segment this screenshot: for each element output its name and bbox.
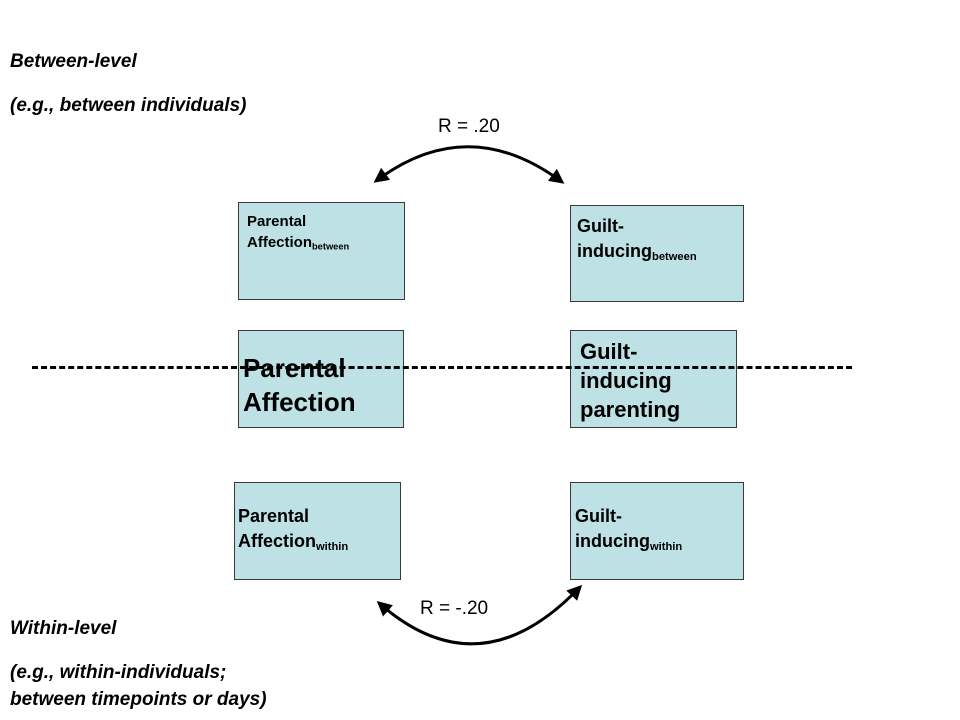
between-correlation-label: R = .20 xyxy=(438,116,500,137)
guilt-between-subscript: between xyxy=(652,250,697,263)
affection-within-box: Parental Affectionwithin xyxy=(234,482,401,580)
between-level-description: (e.g., between individuals) xyxy=(10,95,247,116)
guilt-center-line1: Guilt- xyxy=(580,339,638,364)
guilt-center-line3: parenting xyxy=(580,397,681,422)
within-level-title: Within-level xyxy=(10,618,117,639)
guilt-within-subscript: within xyxy=(650,540,683,553)
within-level-description-line1: (e.g., within-individuals; xyxy=(10,662,227,683)
guilt-within-box: Guilt- inducingwithin xyxy=(570,482,744,580)
between-level-title: Between-level xyxy=(10,51,137,72)
within-level-description-line2: between timepoints or days) xyxy=(10,689,267,710)
affection-within-line2: Affection xyxy=(238,531,316,551)
guilt-within-line1: Guilt- xyxy=(575,506,622,526)
within-correlation-label: R = -.20 xyxy=(420,598,489,619)
affection-within-subscript: within xyxy=(316,540,349,553)
affection-between-line2: Affection xyxy=(247,234,312,251)
guilt-between-box: Guilt- inducingbetween xyxy=(570,205,744,302)
guilt-within-line2: inducing xyxy=(575,531,650,551)
level-divider-line xyxy=(32,366,852,369)
affection-between-line1: Parental xyxy=(247,213,307,230)
guilt-center-text: Guilt- inducing parenting xyxy=(580,337,680,424)
affection-center-box: Parental Affection xyxy=(238,330,404,428)
guilt-between-line1: Guilt- xyxy=(577,216,624,236)
affection-center-line2: Affection xyxy=(243,387,356,417)
affection-within-line1: Parental xyxy=(238,506,310,526)
affection-within-text: Parental Affectionwithin xyxy=(238,504,348,554)
affection-center-text: Parental Affection xyxy=(243,351,356,419)
guilt-between-line2: inducing xyxy=(577,241,652,261)
guilt-between-text: Guilt- inducingbetween xyxy=(577,214,697,264)
guilt-center-line2: inducing xyxy=(580,368,672,393)
affection-between-text: Parental Affectionbetween xyxy=(247,211,349,253)
affection-between-box: Parental Affectionbetween xyxy=(238,202,405,300)
affection-between-subscript: between xyxy=(312,241,350,252)
between-correlation-arrow xyxy=(373,145,565,184)
guilt-within-text: Guilt- inducingwithin xyxy=(575,504,682,554)
guilt-center-box: Guilt- inducing parenting xyxy=(570,330,737,428)
